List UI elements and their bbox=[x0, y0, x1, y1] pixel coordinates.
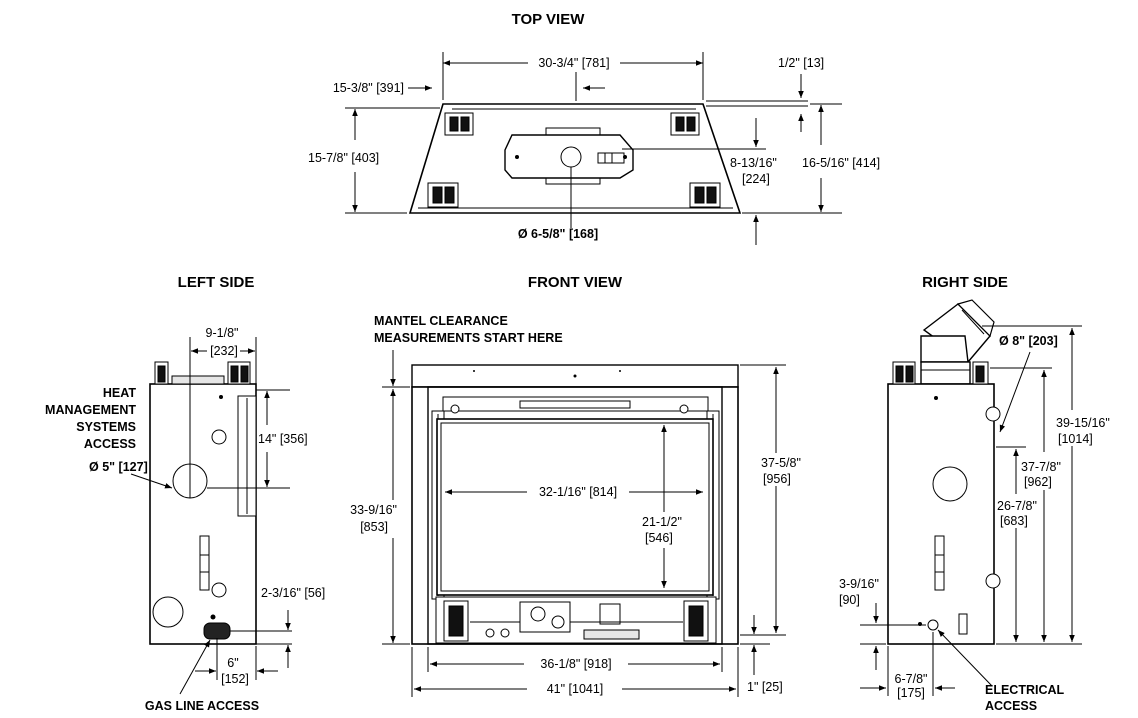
vent-diameter-label: Ø 8" [203] bbox=[999, 334, 1058, 348]
gas-line-access-label: GAS LINE ACCESS bbox=[145, 699, 259, 713]
left-side-access-hole bbox=[211, 429, 227, 445]
right-side-height-dimension: 26-7/8" bbox=[997, 499, 1037, 513]
left-gas-height-dimension: 2-3/16" [56] bbox=[261, 586, 325, 600]
top-left-offset-dimension: 15-3/8" [391] bbox=[333, 81, 404, 95]
right-side-height-metric: [683] bbox=[1000, 514, 1028, 528]
heat-management-label-line4: ACCESS bbox=[84, 437, 136, 451]
top-flue-offset-dimension: 8-13/16" bbox=[730, 156, 777, 170]
right-elec-height-dimension: 3-9/16" bbox=[839, 577, 879, 591]
electrical-access-label: ELECTRICAL bbox=[985, 683, 1065, 697]
front-overall-height-dimension: 37-5/8" bbox=[761, 456, 801, 470]
left-flue-center-metric: [232] bbox=[210, 344, 238, 358]
front-opening-height-metric: [546] bbox=[645, 531, 673, 545]
left-side-heading: LEFT SIDE bbox=[178, 274, 255, 291]
gas-line-fitting bbox=[203, 622, 231, 640]
right-elec-offset-metric: [175] bbox=[897, 686, 925, 700]
left-gas-offset-metric: [152] bbox=[221, 672, 249, 686]
top-view-bracket bbox=[689, 182, 721, 208]
right-side-access-hole bbox=[985, 406, 1001, 422]
heat-management-label-line3: SYSTEMS bbox=[76, 420, 136, 434]
mantel-clearance-label-line2: MEASUREMENTS START HERE bbox=[374, 331, 563, 345]
top-view-bracket bbox=[444, 112, 474, 136]
right-elec-height-metric: [90] bbox=[839, 593, 860, 607]
left-flue-center-dimension: 9-1/8" bbox=[206, 326, 239, 340]
vent-elbow bbox=[920, 299, 995, 385]
left-gas-offset-dimension: 6" bbox=[227, 656, 238, 670]
front-view: MANTEL CLEARANCE MEASUREMENTS START HERE… bbox=[350, 314, 801, 697]
front-overall-height-metric: [956] bbox=[763, 472, 791, 486]
top-view: 30-3/4" [781] 15-3/8" [391] 1/2" [13] 15… bbox=[308, 52, 880, 245]
top-flue-offset-metric: [224] bbox=[742, 172, 770, 186]
front-base-offset-dimension: 1" [25] bbox=[747, 680, 783, 694]
right-overall-height-metric: [1014] bbox=[1058, 432, 1093, 446]
front-opening-width-dimension: 32-1/16" [814] bbox=[539, 485, 617, 499]
right-vent-center-dimension: 37-7/8" bbox=[1021, 460, 1061, 474]
top-view-bracket bbox=[670, 112, 700, 136]
mantel-clearance-label: MANTEL CLEARANCE bbox=[374, 314, 508, 328]
front-overall-width-dimension: 41" [1041] bbox=[547, 682, 604, 696]
right-vent-center-metric: [962] bbox=[1024, 475, 1052, 489]
top-view-heading: TOP VIEW bbox=[512, 11, 586, 28]
front-opening-height-dimension: 21-1/2" bbox=[642, 515, 682, 529]
top-depth-dimension: 15-7/8" [403] bbox=[308, 151, 379, 165]
top-view-bracket bbox=[427, 182, 459, 208]
electrical-access-port bbox=[927, 619, 939, 631]
top-flue-diameter-label: Ø 6-5/8" [168] bbox=[518, 227, 598, 241]
right-side-heading: RIGHT SIDE bbox=[922, 274, 1008, 291]
left-hms-height-dimension: 14" [356] bbox=[258, 432, 308, 446]
front-view-heading: FRONT VIEW bbox=[528, 274, 623, 291]
top-width-dimension: 30-3/4" [781] bbox=[538, 56, 609, 70]
heat-management-label: HEAT bbox=[103, 386, 136, 400]
front-frame-height-metric: [853] bbox=[360, 520, 388, 534]
heat-management-label-line2: MANAGEMENT bbox=[45, 403, 136, 417]
heat-management-diameter: Ø 5" [127] bbox=[89, 460, 148, 474]
top-offset-dimension: 1/2" [13] bbox=[778, 56, 824, 70]
left-side-view: 9-1/8" [232] HEAT MANAGEMENT SYSTEMS ACC… bbox=[45, 326, 325, 713]
right-side-view: Ø 8" [203] 39-15/16" [1014] 37-7/8" [962… bbox=[839, 299, 1110, 713]
electrical-access-label-line2: ACCESS bbox=[985, 699, 1037, 713]
front-inner-width-dimension: 36-1/8" [918] bbox=[540, 657, 611, 671]
top-overall-depth-dimension: 16-5/16" [414] bbox=[802, 156, 880, 170]
right-elec-offset-dimension: 6-7/8" bbox=[895, 672, 928, 686]
right-overall-height-dimension: 39-15/16" bbox=[1056, 416, 1110, 430]
right-side-knockout bbox=[932, 466, 968, 502]
front-frame-height-dimension: 33-9/16" bbox=[350, 503, 397, 517]
top-view-flue-circle bbox=[560, 146, 582, 168]
firebox-opening bbox=[436, 418, 714, 596]
